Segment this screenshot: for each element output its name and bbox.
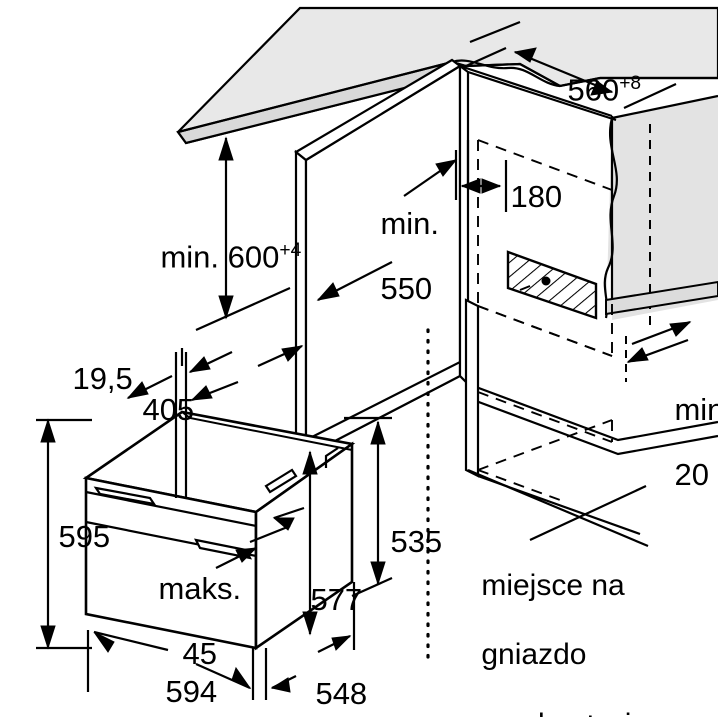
dimension-label-handle-clearance: maks. 45 — [158, 571, 242, 671]
niche-structure — [458, 63, 718, 548]
cabinet-side-panel — [294, 58, 462, 459]
dimension-label-niche-height: min. 600+4 — [160, 239, 302, 275]
socket-dot — [541, 276, 551, 286]
dimension-lines — [36, 20, 692, 700]
dimension-label-oven-body-width: 548 — [315, 676, 368, 712]
dimension-label-door-clearance: 19,5 — [72, 361, 133, 397]
dimension-label-niche-depth: 560+8 — [567, 72, 642, 108]
socket-area — [506, 250, 598, 320]
dimension-label-panel-height: 405 — [142, 392, 195, 428]
dimension-label-niche-side-depth: min. 550 — [380, 206, 440, 306]
dimension-label-oven-height: 595 — [58, 519, 111, 555]
units-note: wymiary w mm — [492, 681, 718, 717]
back-panel — [603, 94, 718, 330]
socket-note: miejsce na gniazdo przyłączeniowe urządz… — [481, 568, 686, 717]
dimension-label-oven-width: 594 — [165, 674, 218, 710]
dimension-label-socket-offset: 180 — [510, 179, 563, 215]
dimension-label-floor-gap: min. 20 — [674, 392, 718, 492]
dimension-label-oven-body-height: 535 — [390, 524, 443, 560]
oven-appliance — [82, 410, 356, 651]
dimension-label-oven-depth: 577 — [310, 582, 363, 618]
